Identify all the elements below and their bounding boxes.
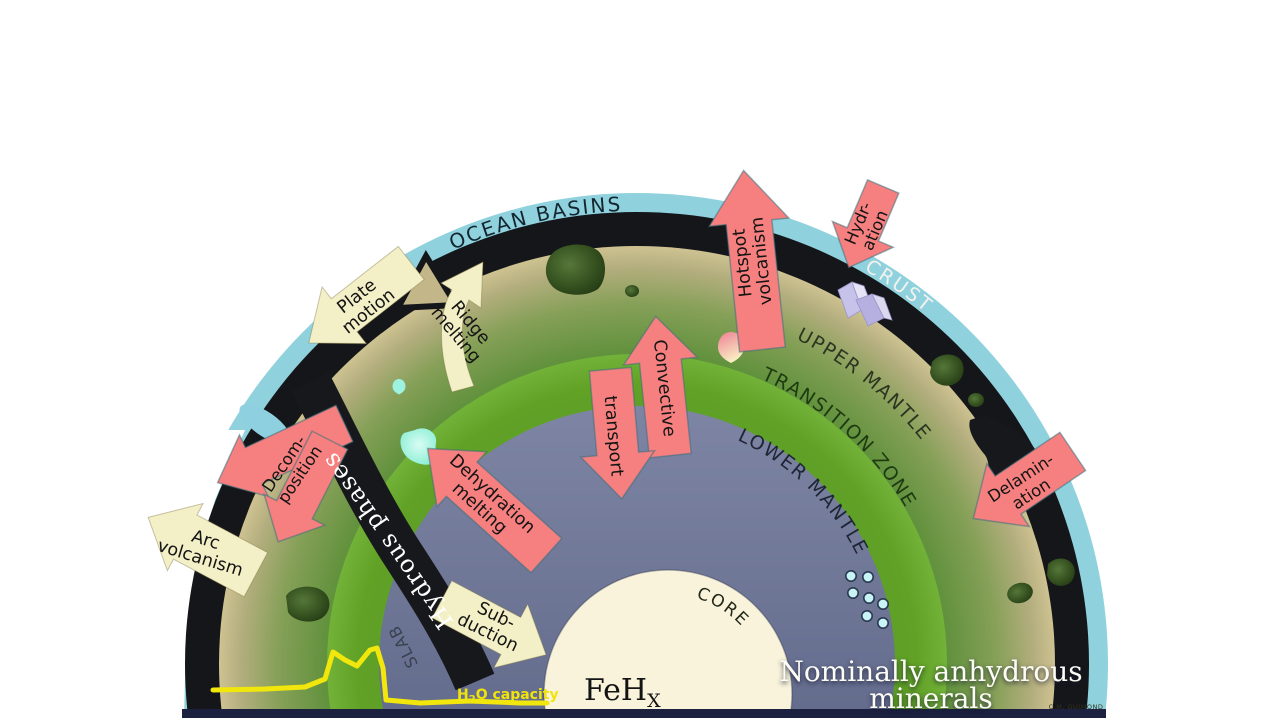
- svg-text:minerals: minerals: [869, 682, 993, 715]
- core: [543, 569, 793, 718]
- hydrated-crystal: [837, 281, 893, 327]
- decomposition-arrow-branch: [262, 430, 349, 543]
- transport-arrow: [579, 366, 657, 500]
- peridotite-rock: [625, 285, 639, 297]
- delamination-arrow: [972, 431, 1087, 528]
- water-dots-cluster: [844, 569, 889, 629]
- peridotite-rock: [1007, 582, 1033, 604]
- water-dot: [860, 609, 873, 622]
- water-dot: [876, 616, 889, 629]
- water-dot: [846, 586, 859, 599]
- water-dot: [861, 570, 874, 583]
- subduction-label: Sub- duction: [454, 598, 521, 656]
- svg-text:Nominally anhydrous: Nominally anhydrous: [779, 655, 1082, 688]
- subduction-arrow: [431, 580, 547, 669]
- hotspot-volcanism-arrow: [707, 169, 791, 353]
- decomposition-arrow: [216, 404, 354, 498]
- arc-volcanism-arrow: [147, 502, 269, 598]
- peridotite-rock: [930, 354, 964, 386]
- peridotite-rock: [1047, 558, 1075, 586]
- credit-label: C.M. GUIMOND: [1049, 703, 1104, 711]
- water-dot: [844, 569, 857, 582]
- h2o-capacity-label: H2O capacity: [457, 687, 559, 705]
- peridotite-rock: [545, 244, 605, 295]
- ridge-melting-arrow: [439, 261, 484, 393]
- hydration-arrow: [831, 178, 900, 269]
- plate-motion-arrow: [308, 245, 425, 345]
- ocean-cutoff-left: [0, 430, 245, 718]
- hotspot-volcanism-label: Hotspot volcanism: [730, 216, 777, 306]
- water-dot: [862, 591, 875, 604]
- fehx-label: FeHX: [584, 673, 661, 712]
- peridotite-rock: [286, 586, 330, 622]
- water-dot: [876, 597, 889, 610]
- dehydration-melting-arrow: [426, 447, 563, 574]
- bottom-edge-strip: [182, 709, 1106, 718]
- h2o-capacity-line: [210, 645, 550, 706]
- peridotite-rock: [968, 393, 984, 407]
- convective-arrow: [622, 315, 699, 459]
- melt-droplet-small: [392, 379, 406, 395]
- melt-droplet: [718, 332, 744, 363]
- nominally-anhydrous-minerals-label: Nominally anhydrous minerals: [779, 655, 1082, 715]
